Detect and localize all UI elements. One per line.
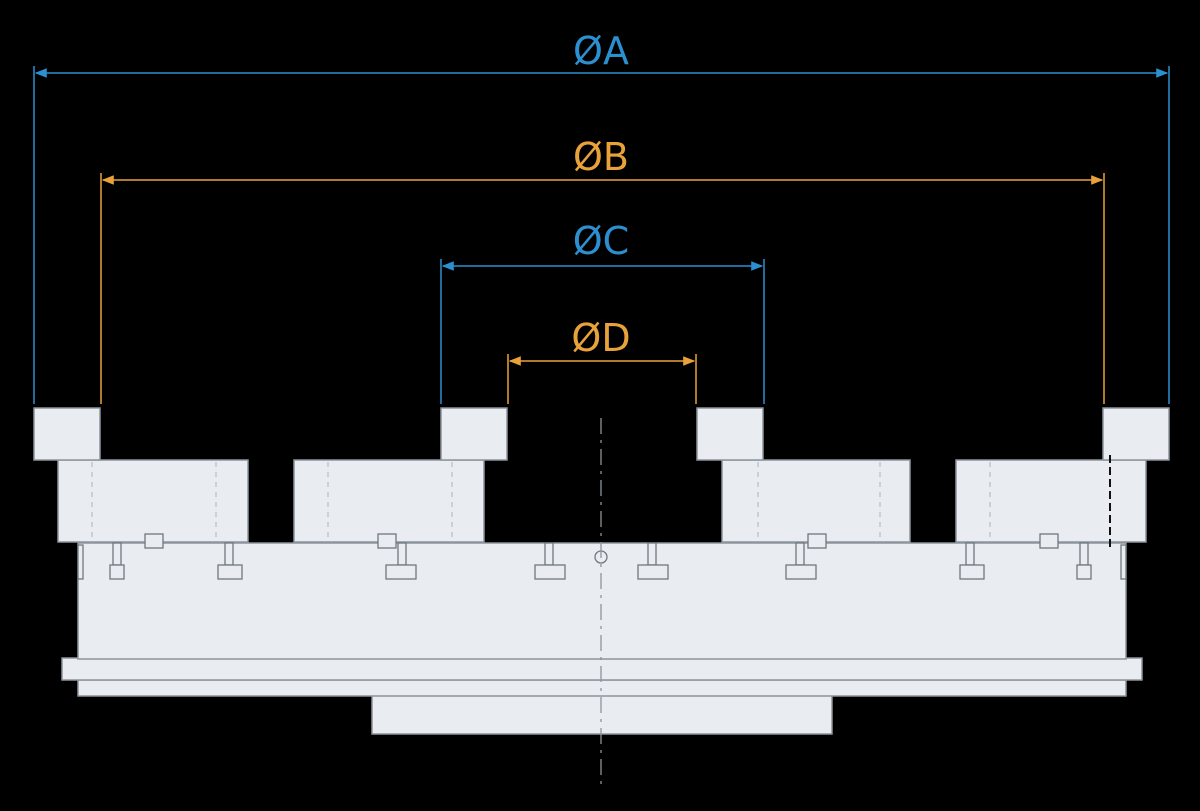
bolt-head	[637, 564, 669, 580]
bolt-head	[385, 564, 417, 580]
bolt-stem	[795, 542, 805, 566]
lower-flange	[77, 679, 1127, 697]
jaw-top-1	[33, 407, 101, 461]
flange-rim	[61, 657, 1143, 681]
edge-detail	[1120, 544, 1127, 580]
dim-a-label: ØA	[573, 29, 629, 73]
jaw-top-2	[440, 407, 508, 461]
jaw-base-1	[57, 459, 249, 543]
jaw-base-4	[955, 459, 1147, 543]
bolt-stem	[647, 542, 657, 566]
bolt-head	[785, 564, 817, 580]
jaw-top-4	[1102, 407, 1170, 461]
bolt-stem	[1079, 542, 1089, 566]
bolt-stem	[112, 542, 122, 566]
bolt-stem	[397, 542, 407, 566]
bolt-head	[959, 564, 985, 580]
jaw-top-3	[696, 407, 764, 461]
dimension-c: ØC	[440, 219, 765, 404]
bolt-stem	[965, 542, 975, 566]
jaw-bases	[57, 459, 1147, 543]
key-slot	[1039, 533, 1059, 549]
bolt-stem	[224, 542, 234, 566]
jaw-base-3	[721, 459, 911, 543]
dim-b-label: ØB	[573, 135, 629, 179]
key-slot	[807, 533, 827, 549]
bolt-head	[1076, 564, 1092, 580]
jaw-base-2	[293, 459, 485, 543]
bolt-head	[109, 564, 125, 580]
bolt-stem	[544, 542, 554, 566]
bolt-features	[77, 533, 1127, 580]
hidden-lines	[91, 455, 1111, 550]
dimension-d: ØD	[507, 316, 697, 404]
key-slot	[144, 533, 164, 549]
edge-detail	[77, 544, 84, 580]
dim-c-label: ØC	[573, 219, 629, 263]
base-spigot	[371, 693, 833, 735]
dimension-a: ØA	[33, 29, 1170, 404]
bolt-head	[217, 564, 243, 580]
dim-d-label: ØD	[571, 316, 630, 360]
chuck-body	[61, 542, 1143, 735]
jaw-tops	[33, 407, 1170, 461]
key-slot	[377, 533, 397, 549]
dimension-b: ØB	[100, 135, 1105, 404]
bolt-head	[534, 564, 566, 580]
